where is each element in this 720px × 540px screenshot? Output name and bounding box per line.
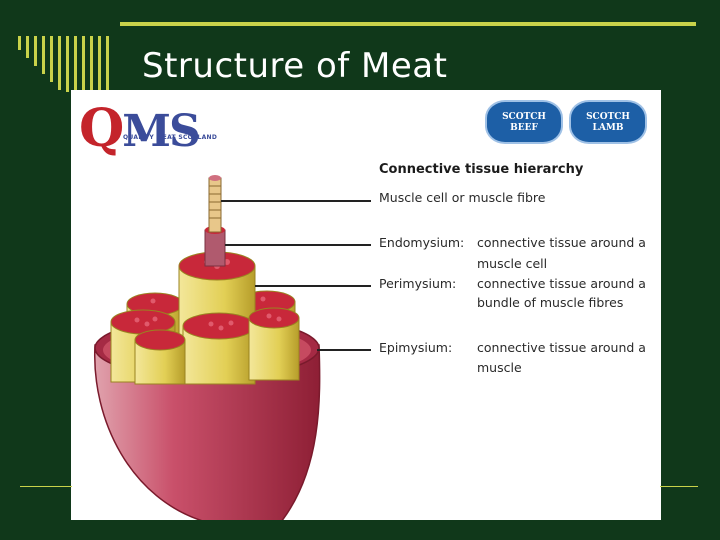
decorative-bars bbox=[18, 36, 128, 96]
label-perimysium-desc2: bundle of muscle fibres bbox=[477, 295, 624, 310]
qms-logo: QMS bbox=[79, 98, 201, 159]
slide-title: Structure of Meat bbox=[142, 46, 448, 86]
leader-perimysium bbox=[255, 285, 371, 287]
label-perimysium-term: Perimysium: bbox=[379, 276, 457, 291]
label-endomysium-desc2: muscle cell bbox=[477, 256, 548, 271]
muscle-diagram bbox=[94, 175, 321, 520]
bottom-accent-rule-right bbox=[660, 486, 698, 487]
muscle-structure-figure: QMS QUALITY MEAT SCOTLAND SCOTCH BEEF SC… bbox=[71, 90, 661, 520]
label-muscle-fibre: Muscle cell or muscle fibre bbox=[379, 190, 546, 205]
epimysium-sheath bbox=[94, 344, 321, 520]
leader-epimysium bbox=[317, 349, 371, 351]
bottom-accent-rule-left bbox=[20, 486, 72, 487]
label-epimysium-desc1: connective tissue around a bbox=[477, 340, 646, 355]
label-endomysium-term: Endomysium: bbox=[379, 235, 465, 250]
top-accent-rule bbox=[120, 22, 696, 26]
scotch-lamb-badge: SCOTCH LAMB bbox=[569, 100, 647, 144]
scotch-beef-badge: SCOTCH BEEF bbox=[485, 100, 563, 144]
label-endomysium-desc1: connective tissue around a bbox=[477, 235, 646, 250]
label-epimysium-term: Epimysium: bbox=[379, 340, 453, 355]
leader-muscle-fibre bbox=[221, 200, 371, 202]
label-epimysium-desc2: muscle bbox=[477, 360, 522, 375]
endomysium-column bbox=[204, 229, 226, 267]
qms-logo-subtitle: QUALITY MEAT SCOTLAND bbox=[123, 134, 218, 141]
diagram-heading: Connective tissue hierarchy bbox=[379, 162, 584, 177]
label-perimysium-desc1: connective tissue around a bbox=[477, 276, 646, 291]
muscle-fibre-column bbox=[208, 175, 222, 233]
leader-endomysium bbox=[225, 244, 371, 246]
perimysium-bundles bbox=[110, 251, 300, 385]
